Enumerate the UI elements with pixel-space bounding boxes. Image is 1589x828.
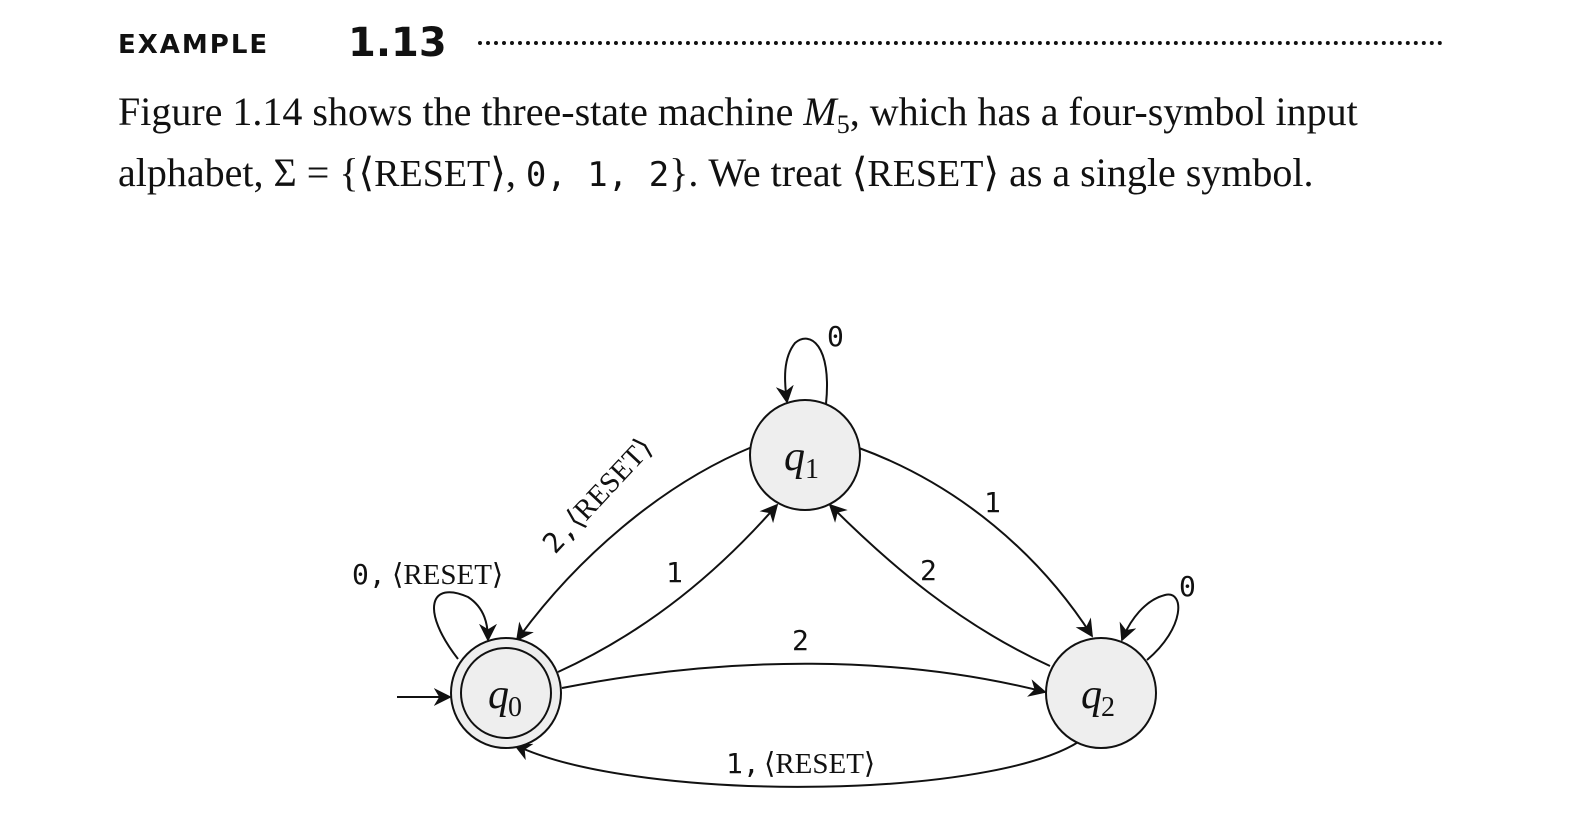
state-q0: q 0: [450, 637, 562, 749]
edge-q0-to-q1: [557, 503, 779, 673]
edge-q2-loop: [1119, 593, 1180, 661]
example-paragraph: Figure 1.14 shows the three-state machin…: [118, 88, 1448, 199]
example-header: EXAMPLE 1.13: [118, 18, 1468, 68]
edge-q0-loop: [433, 591, 497, 660]
label-q1-loop: 0: [827, 320, 844, 353]
paragraph-text: alphabet, Σ = {⟨: [118, 150, 375, 195]
state-q2-label: q: [1081, 672, 1102, 718]
state-q0-accept-ring: [460, 647, 552, 739]
state-q0-sub: 0: [508, 692, 522, 723]
edge-q1-to-q2: [858, 447, 1093, 638]
reset-symbol: RESET: [374, 153, 491, 195]
state-q2-sub: 2: [1101, 692, 1115, 723]
paragraph-text: , which has a four-symbol input: [849, 89, 1358, 134]
label-q2-to-q1: 2: [920, 554, 937, 587]
example-label: EXAMPLE: [118, 30, 270, 60]
dotted-rule: [478, 41, 1443, 45]
state-q1-label: q: [784, 434, 805, 480]
edge-q0-to-q2: [561, 662, 1047, 697]
paragraph-text: ⟩,: [490, 150, 526, 195]
paragraph-line-1: Figure 1.14 shows the three-state machin…: [118, 88, 1448, 149]
alphabet-symbols: 0, 1, 2: [525, 155, 670, 195]
state-q1-sub: 1: [805, 454, 819, 485]
machine-subscript: 5: [836, 110, 850, 139]
label-q0-to-q2: 2: [792, 624, 809, 657]
edge-q2-to-q1: [828, 503, 1051, 667]
paragraph-text: Figure 1.14 shows the three-state machin…: [118, 89, 804, 134]
reset-symbol: RESET: [867, 153, 984, 195]
example-number: 1.13: [348, 20, 447, 66]
machine-letter: M: [803, 89, 837, 134]
edge-q1-loop: [775, 337, 828, 405]
edge-q1-to-q0: [515, 446, 753, 642]
label-q1-to-q0: 2, ⟨RESET⟩: [536, 432, 659, 560]
label-q0-loop-reset: ⟨RESET⟩: [392, 559, 503, 591]
state-q2: q 2: [1045, 637, 1157, 749]
label-q0-loop-mono: 0,: [352, 558, 386, 591]
state-q1-circle: [749, 399, 861, 511]
edge-q2-to-q0: [513, 732, 1091, 788]
state-diagram-svg: q 0 q 1 q 2 0 0 0, ⟨RESET⟩ 2, ⟨RESET⟩ 1 …: [352, 320, 1196, 788]
label-q0-to-q1: 1: [666, 556, 683, 589]
state-diagram: q 0 q 1 q 2 0 0 0, ⟨RESET⟩ 2, ⟨RESET⟩ 1 …: [0, 300, 1589, 820]
paragraph-text: ⟩ as a single symbol.: [983, 150, 1314, 195]
state-q0-label: q: [488, 672, 509, 718]
paragraph-line-2: alphabet, Σ = {⟨RESET⟩, 0, 1, 2}. We tre…: [118, 149, 1448, 199]
label-q2-loop: 0: [1179, 570, 1196, 603]
label-q2-to-q0-mono: 1,: [726, 747, 760, 780]
paragraph-text: }. We treat ⟨: [669, 150, 868, 195]
label-q1-to-q0-reset: ⟨RESET⟩: [560, 432, 659, 535]
state-q2-circle: [1045, 637, 1157, 749]
label-q2-to-q0-reset: ⟨RESET⟩: [764, 748, 875, 780]
state-q1: q 1: [749, 399, 861, 511]
label-q1-to-q2: 1: [984, 486, 1001, 519]
